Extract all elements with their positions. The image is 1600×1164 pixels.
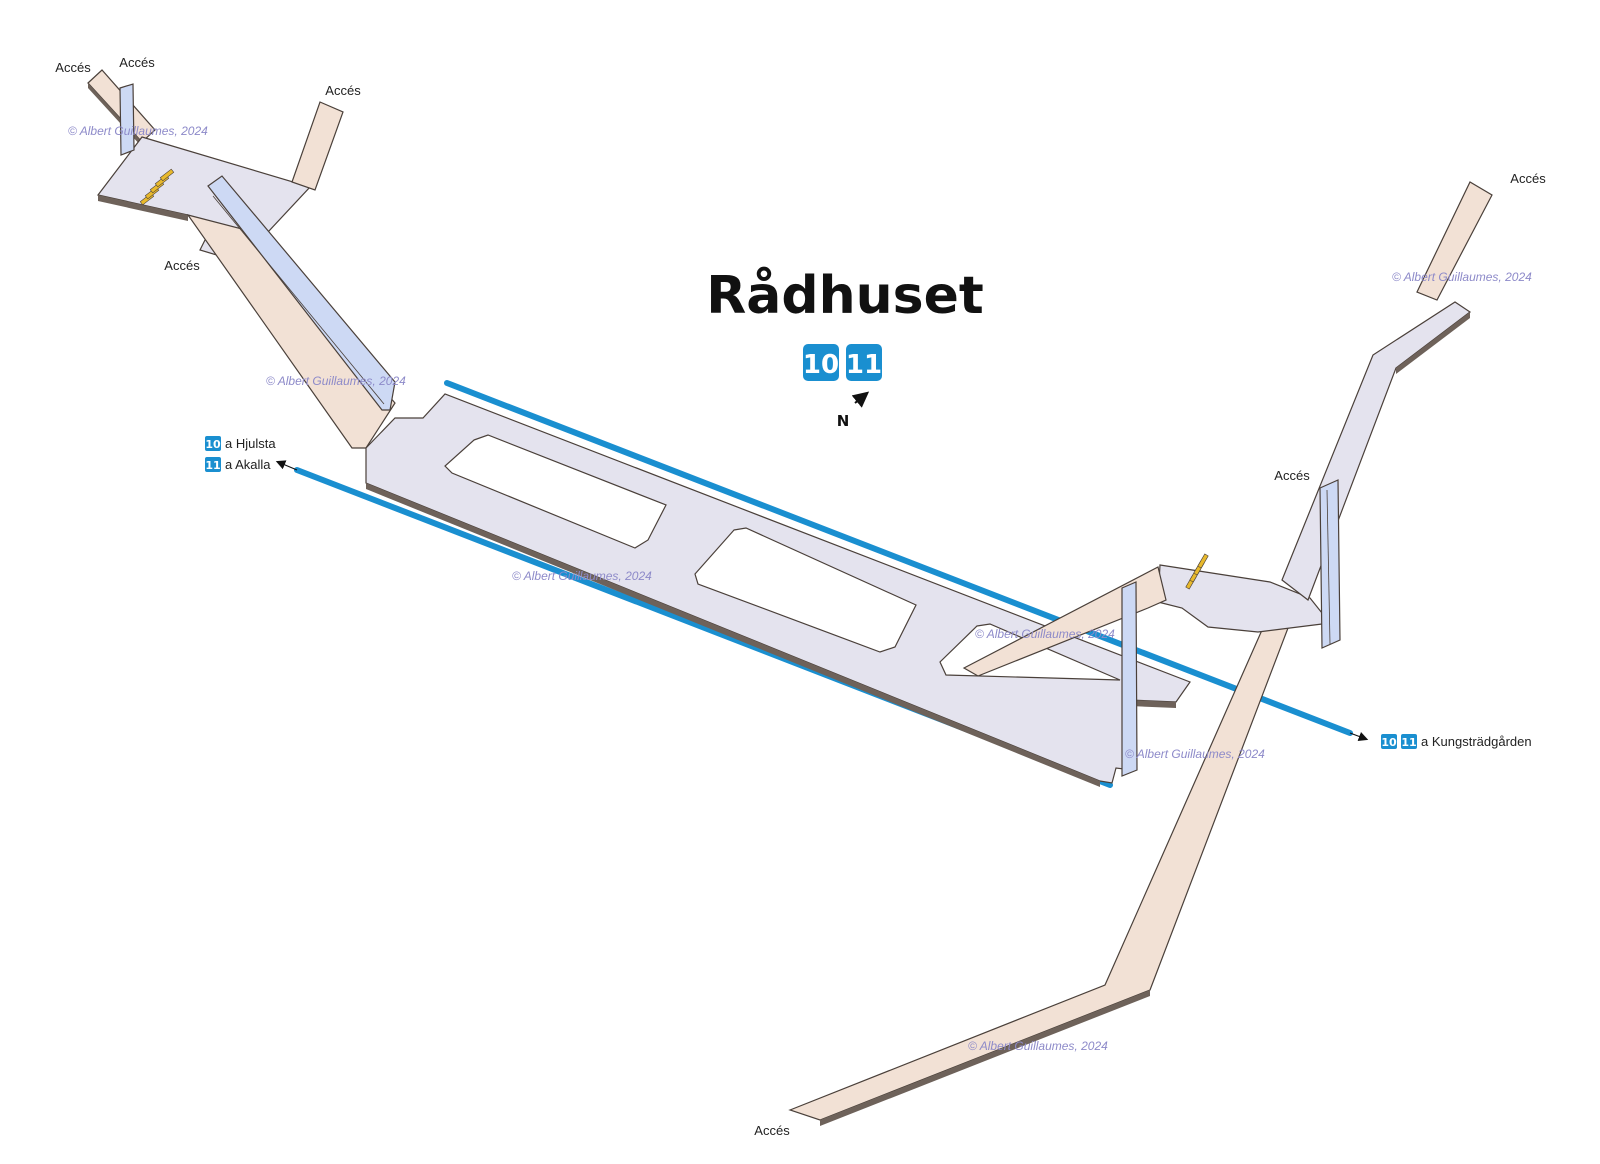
access-label-nw-2: Accés <box>119 55 155 70</box>
elevator-shaft-east <box>1319 479 1341 649</box>
access-label-w: Accés <box>164 258 200 273</box>
access-label-nw-1: Accés <box>55 60 91 75</box>
elevator-shaft-west <box>119 83 135 156</box>
access-corridor-n <box>291 101 344 191</box>
north-label: N <box>837 412 850 430</box>
access-label-n: Accés <box>325 83 361 98</box>
direction-east: 10 11 a Kungsträdgården <box>1381 734 1532 749</box>
direction-east-text: a Kungsträdgården <box>1421 734 1532 749</box>
direction-west: 10 a Hjulsta 11 a Akalla <box>205 436 276 472</box>
ramp-east <box>1281 301 1472 601</box>
line-badges: 10 11 <box>803 344 882 381</box>
escalator-west <box>207 175 396 411</box>
svg-text:11: 11 <box>1401 736 1416 749</box>
watermark-2: © Albert Guillaumes, 2024 <box>266 374 406 388</box>
stairs-east <box>1185 553 1209 590</box>
line-badge-10 <box>803 344 839 381</box>
direction-west-text-2: a Akalla <box>225 457 271 472</box>
north-arrow-icon <box>851 391 870 408</box>
line-badge-11-label: 11 <box>846 350 882 380</box>
watermark-5: © Albert Guillaumes, 2024 <box>1125 747 1265 761</box>
watermark-1: © Albert Guillaumes, 2024 <box>68 124 208 138</box>
corridor-to-platform-west <box>186 214 396 449</box>
svg-text:10: 10 <box>205 438 221 451</box>
access-label-s: Accés <box>754 1123 790 1138</box>
watermark-6: © Albert Guillaumes, 2024 <box>1392 270 1532 284</box>
direction-west-badge-11 <box>205 457 221 472</box>
watermark-7: © Albert Guillaumes, 2024 <box>968 1039 1108 1053</box>
svg-text:11: 11 <box>205 459 220 472</box>
mezzanine-east <box>1157 564 1332 633</box>
track-arrow-east <box>1349 731 1369 741</box>
track-line-north <box>444 380 1353 736</box>
direction-west-badge-10 <box>205 436 221 451</box>
access-label-e: Accés <box>1274 468 1310 483</box>
line-badge-11 <box>846 344 882 381</box>
direction-east-badge-10 <box>1381 734 1397 749</box>
access-corridor-ne <box>1416 181 1493 301</box>
line-badge-10-label: 10 <box>803 350 839 380</box>
direction-west-text-1: a Hjulsta <box>225 436 276 451</box>
stairs-west <box>139 168 175 206</box>
track-arrow-west <box>275 460 298 471</box>
elevator-shaft-east-platform <box>1121 581 1138 777</box>
watermark-4: © Albert Guillaumes, 2024 <box>975 627 1115 641</box>
access-label-ne: Accés <box>1510 171 1546 186</box>
platform-main <box>365 393 1191 784</box>
watermark-3: © Albert Guillaumes, 2024 <box>512 569 652 583</box>
corridor-east-link <box>962 566 1167 677</box>
station-title: Rådhuset <box>706 266 983 326</box>
svg-text:10: 10 <box>1381 736 1397 749</box>
direction-east-badge-11 <box>1401 734 1417 749</box>
